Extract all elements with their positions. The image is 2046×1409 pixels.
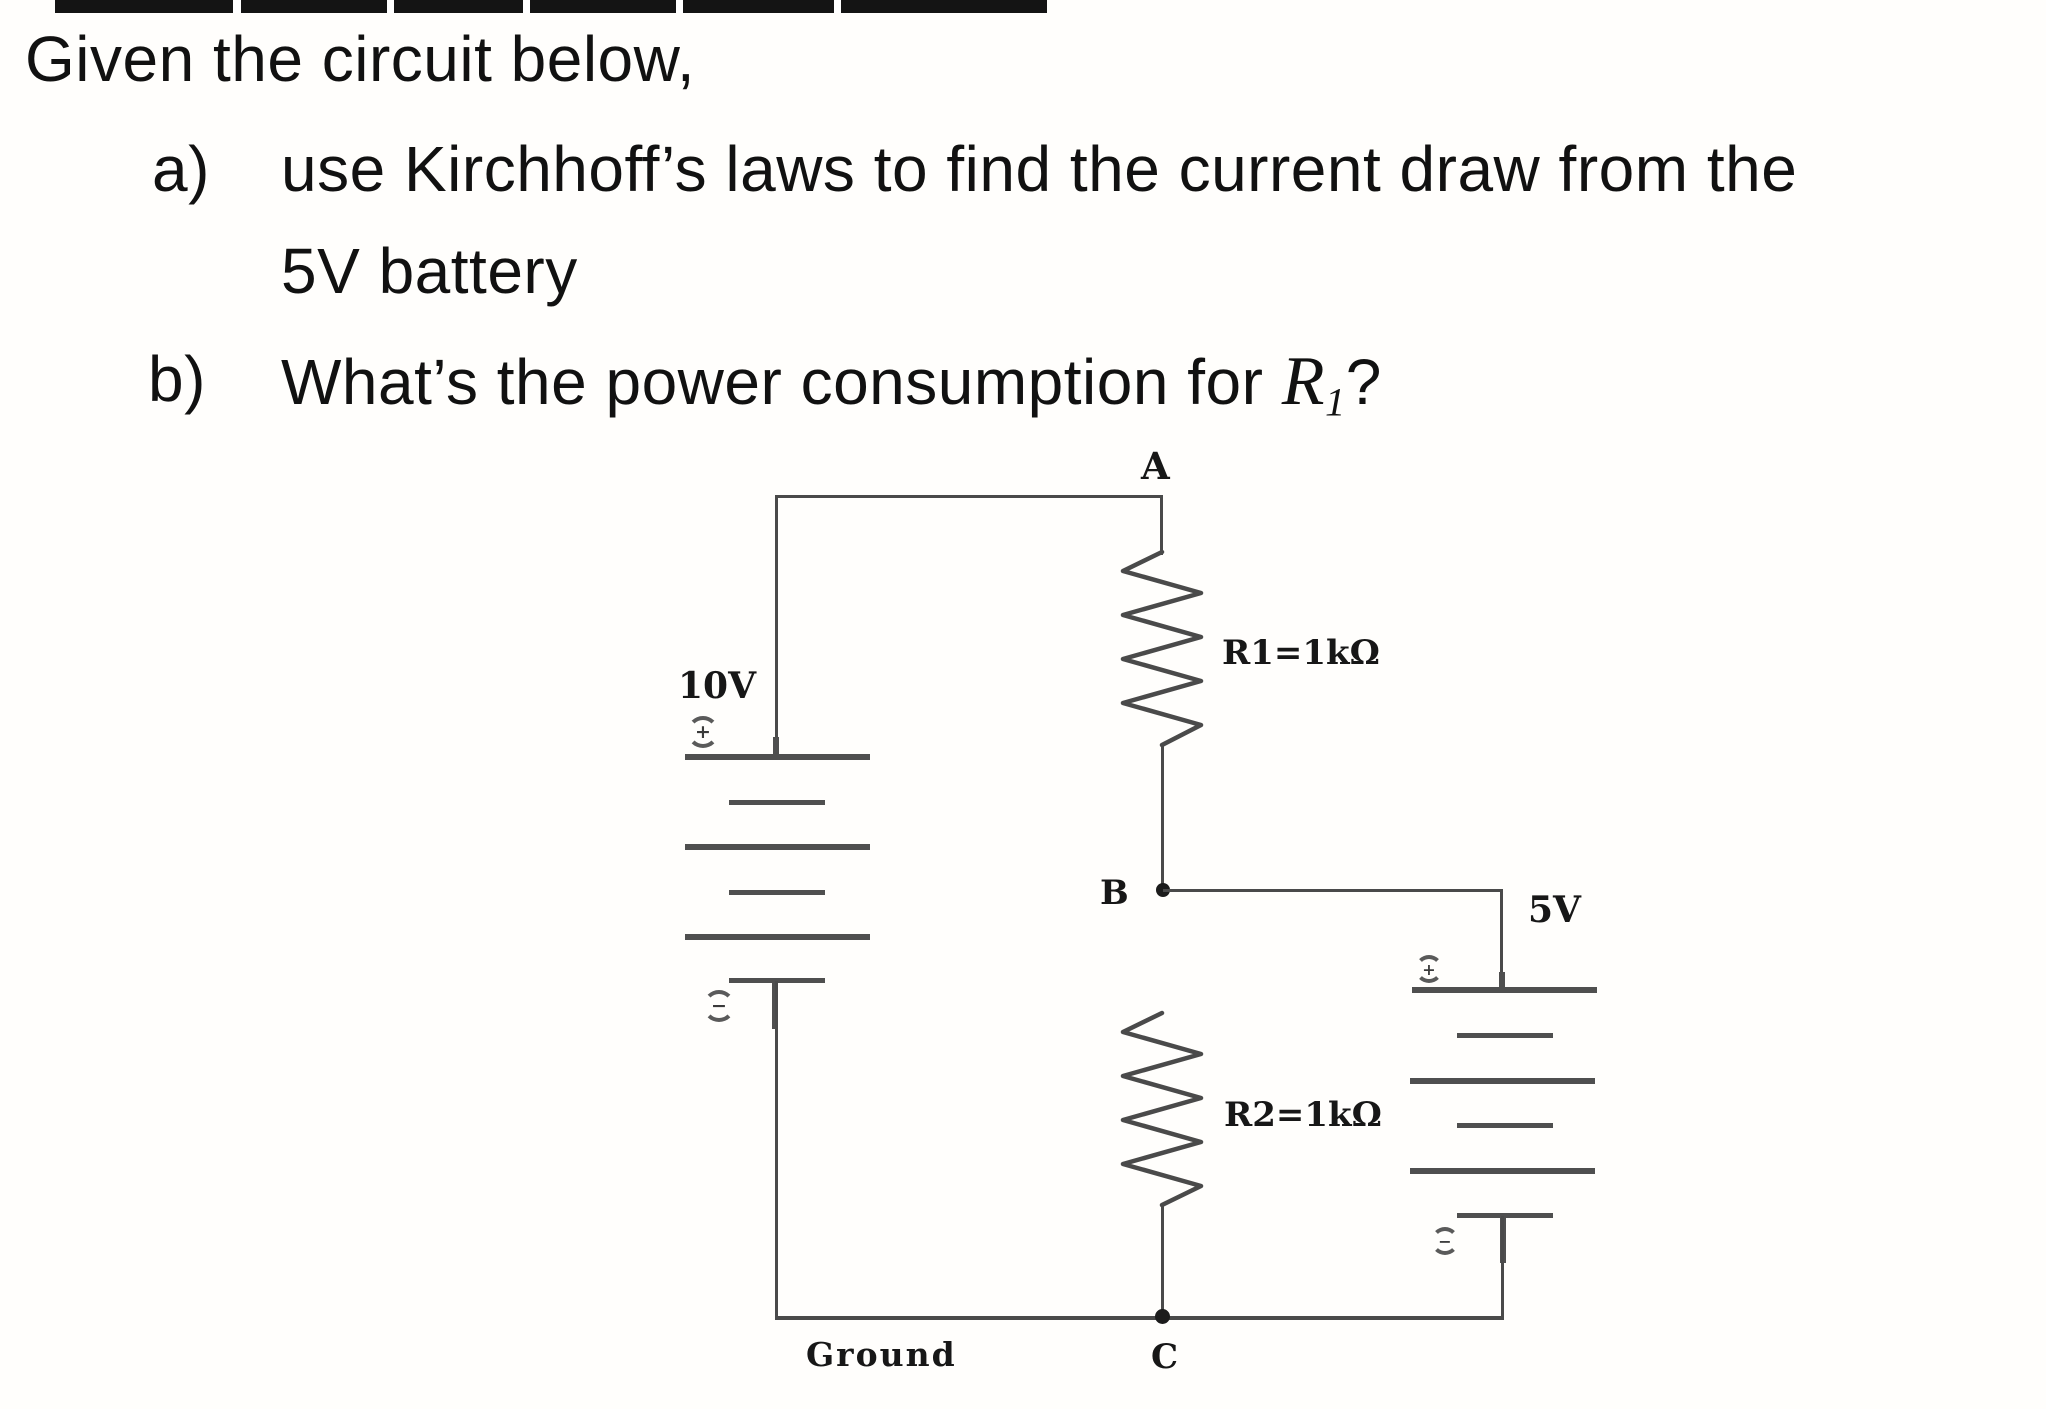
left-battery-polarity-plus-icon: + <box>687 716 719 748</box>
wire-right-lower <box>1501 1216 1504 1319</box>
resistor-r1-zigzag <box>1120 549 1204 748</box>
ground-label: Ground <box>806 1335 957 1374</box>
wire-top-rail <box>775 495 1163 498</box>
wire-r1-to-b <box>1161 743 1164 890</box>
right-battery-polarity-minus-icon: − <box>1431 1227 1459 1255</box>
plus-sign: + <box>1422 959 1436 979</box>
item-a-line1: use Kirchhoff’s laws to find the current… <box>281 133 1798 205</box>
left-battery-polarity-minus-icon: − <box>703 990 735 1022</box>
minus-sign: − <box>711 995 727 1017</box>
wire-r2-to-c <box>1161 1203 1164 1318</box>
left-battery-top-tick <box>773 737 779 757</box>
node-c-label: C <box>1151 1337 1179 1377</box>
right-battery-top-tick <box>1499 972 1505 990</box>
node-c-dot <box>1155 1309 1170 1324</box>
right-battery-plate-long-2 <box>1410 1078 1595 1084</box>
wire-left-lower <box>775 981 778 1319</box>
left-battery-plate-short-2 <box>729 890 825 895</box>
item-b-text: What’s the power consumption for R1? <box>281 342 1382 425</box>
left-battery-plate-short-1 <box>729 800 825 805</box>
right-battery-voltage-label: 5V <box>1528 889 1581 931</box>
resistor-r1-label: R1=1kΩ <box>1222 633 1380 673</box>
left-battery-plate-long-3 <box>685 934 870 940</box>
item-b-before: What’s the power consumption for <box>281 346 1282 418</box>
right-battery-plate-short-3 <box>1457 1213 1553 1218</box>
wire-right-upper <box>1500 889 1503 990</box>
resistor-r2-zigzag <box>1120 1010 1204 1208</box>
wire-bottom-rail <box>775 1316 1504 1320</box>
wire-left-upper <box>775 495 778 757</box>
cropped-text-remnant <box>55 0 1047 13</box>
node-b-label: B <box>1100 873 1129 913</box>
item-a-marker: a) <box>152 133 210 205</box>
right-battery-polarity-plus-icon: + <box>1415 955 1443 983</box>
problem-intro: Given the circuit below, <box>25 23 696 95</box>
right-battery-plate-short-2 <box>1457 1123 1553 1128</box>
left-battery-plate-long-2 <box>685 844 870 850</box>
right-battery-plate-short-1 <box>1457 1033 1553 1038</box>
minus-sign: − <box>1438 1231 1452 1251</box>
item-b-marker: b) <box>148 343 206 415</box>
item-b-subscript: 1 <box>1324 379 1346 425</box>
node-a-label: A <box>1141 444 1170 488</box>
item-a-line2: 5V battery <box>281 235 578 307</box>
plus-sign: + <box>695 721 711 743</box>
resistor-r2-label: R2=1kΩ <box>1224 1095 1382 1135</box>
item-b-variable: R1 <box>1281 343 1346 425</box>
item-b-after: ? <box>1345 346 1382 418</box>
left-battery-plate-long-1 <box>685 754 870 760</box>
wire-node-a-drop <box>1160 495 1163 555</box>
right-battery-plate-long-1 <box>1412 987 1597 993</box>
left-battery-plate-short-3 <box>729 978 825 983</box>
left-battery-voltage-label: 10V <box>678 665 757 707</box>
wire-b-to-right <box>1163 889 1503 892</box>
right-battery-plate-long-3 <box>1410 1168 1595 1174</box>
